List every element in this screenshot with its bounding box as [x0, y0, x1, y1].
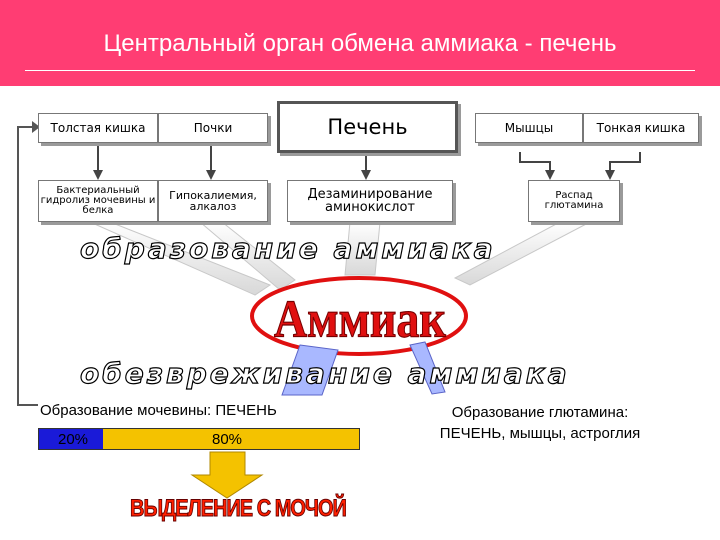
- glutamine-pathway-arrow: [409, 341, 446, 395]
- glutamine-formation-text: Образование глютамина: ПЕЧЕНЬ, мышцы, ас…: [400, 402, 680, 444]
- source-large-intestine: Толстая кишка: [38, 113, 158, 143]
- header-bar: Центральный орган обмена аммиака - печен…: [0, 0, 720, 86]
- source-liver: Печень: [277, 101, 458, 153]
- urea-bar-label-80: 80%: [212, 431, 243, 448]
- ammonia-ellipse: [250, 276, 468, 356]
- process-deamination-label: Дезаминирование аминокислот: [307, 187, 433, 215]
- urea-bar-segment-80: [103, 429, 359, 449]
- glutamine-formation-line1: Образование глютамина:: [451, 404, 629, 421]
- source-arrows: [97, 140, 641, 172]
- urea-bar-label-20: 20%: [58, 431, 89, 448]
- process-bacterial-hydrolysis-label: Бактериальный гидролиз мочевины и белка: [40, 185, 156, 216]
- urine-excretion-label: ВЫДЕЛЕНИЕ С МОЧОЙ: [130, 495, 348, 523]
- process-hypokalemia: Гипокалиемия, алкалоз: [158, 180, 268, 222]
- page-title: Центральный орган обмена аммиака - печен…: [103, 30, 617, 57]
- glutamine-formation-line2: ПЕЧЕНЬ, мышцы, астроглия: [439, 425, 641, 442]
- process-glutamine-breakdown-label: Распад глютамина: [544, 190, 604, 211]
- banner-ammonia-formation: образование аммиака: [79, 231, 496, 265]
- source-arrowheads: [93, 170, 615, 180]
- urea-formation-title: Образование мочевины: ПЕЧЕНЬ: [40, 402, 277, 419]
- source-muscles: Мышцы: [475, 113, 583, 143]
- ammonia-label: Аммиак: [274, 288, 447, 348]
- urea-bar-segment-20: [39, 429, 103, 449]
- process-hypokalemia-label: Гипокалиемия, алкалоз: [169, 189, 257, 213]
- source-small-intestine: Тонкая кишка: [583, 113, 699, 143]
- source-large-intestine-label: Толстая кишка: [50, 121, 146, 135]
- source-kidneys: Почки: [158, 113, 268, 143]
- source-small-intestine-label: Тонкая кишка: [596, 121, 686, 135]
- process-glutamine-breakdown: Распад глютамина: [528, 180, 620, 222]
- source-liver-label: Печень: [327, 114, 408, 139]
- feedback-loop-line: [17, 126, 38, 406]
- source-muscles-label: Мышцы: [504, 121, 554, 135]
- header-divider: [25, 70, 695, 71]
- feedback-loop-arrowhead: [32, 121, 40, 133]
- banner-ammonia-detox: обезвреживание аммиака: [79, 356, 570, 390]
- urea-pathway-arrow: [281, 344, 339, 396]
- excretion-arrow: [190, 451, 264, 499]
- urea-distribution-bar: [38, 428, 360, 450]
- source-kidneys-label: Почки: [193, 121, 233, 135]
- convergence-rays: [89, 221, 591, 296]
- process-bacterial-hydrolysis: Бактериальный гидролиз мочевины и белка: [38, 180, 158, 222]
- process-deamination: Дезаминирование аминокислот: [287, 180, 453, 222]
